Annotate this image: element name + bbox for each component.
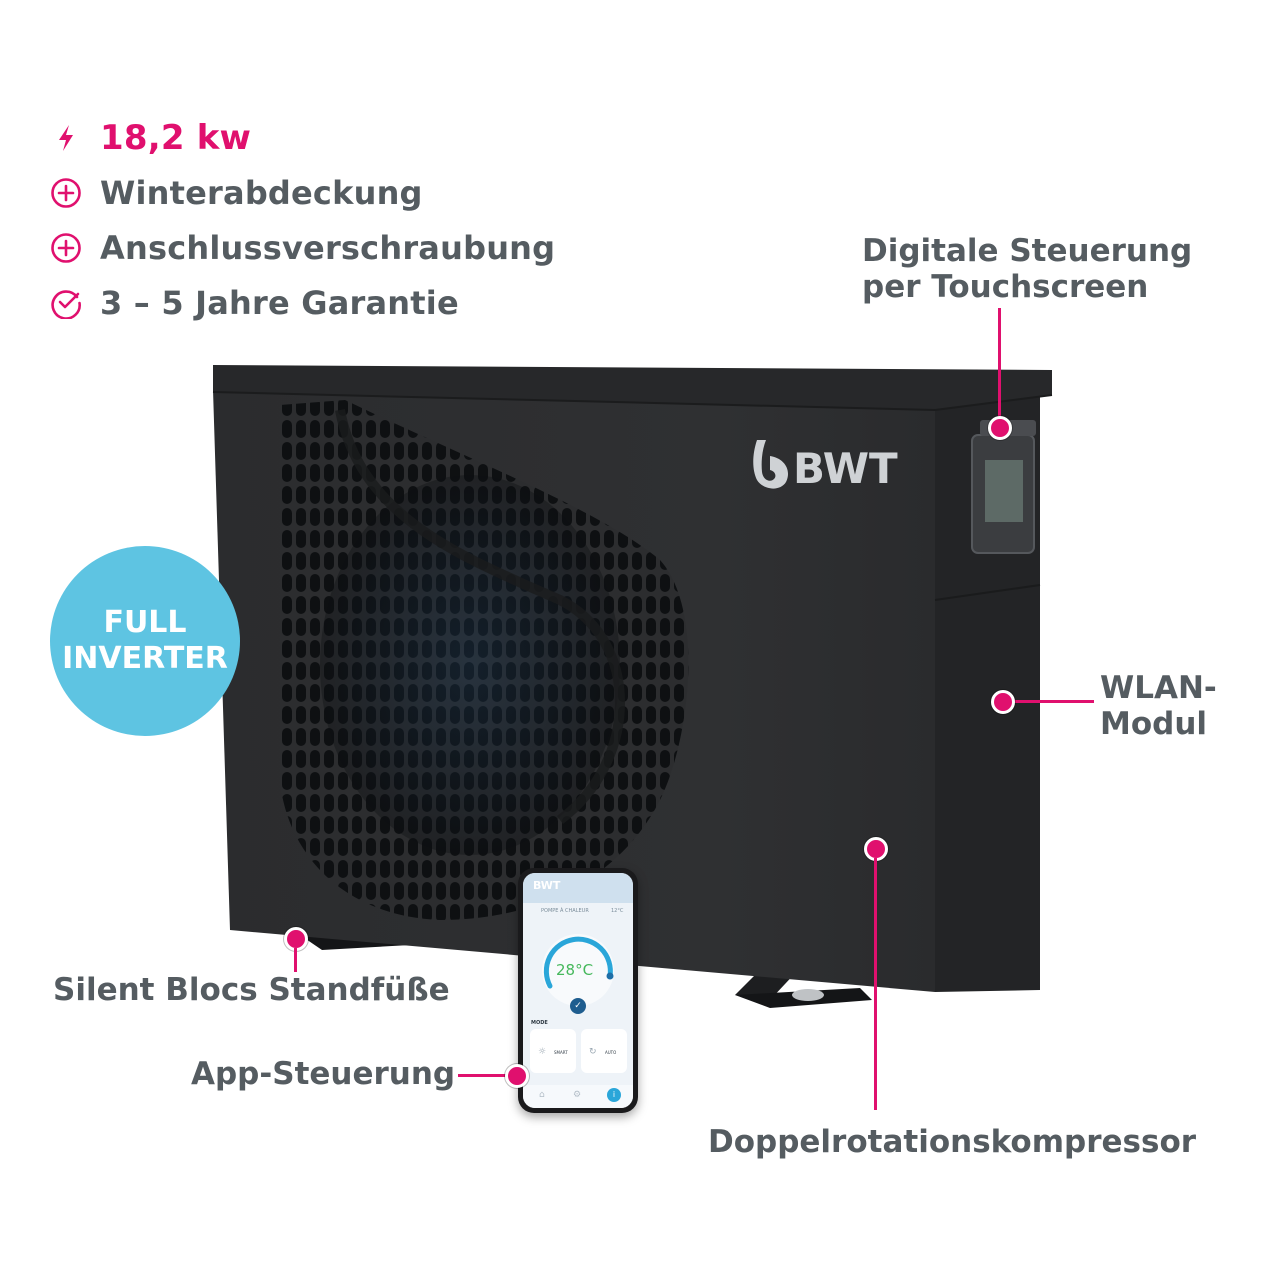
feature-winter-cover: Winterabdeckung <box>50 168 423 218</box>
full-inverter-badge: FULL INVERTER <box>50 546 240 736</box>
callout-app: App-Steuerung <box>191 1056 456 1092</box>
bulb-icon: ☼ <box>538 1047 547 1057</box>
callout-feet-line <box>294 948 297 972</box>
callout-wlan: WLAN- Modul <box>1100 670 1217 742</box>
touchscreen-panel <box>971 420 1036 554</box>
feature-power: 18,2 kw <box>50 113 251 163</box>
callout-touchscreen: Digitale Steuerung per Touchscreen <box>862 233 1192 305</box>
callout-wlan-line <box>1012 700 1094 703</box>
badge-line-2: INVERTER <box>62 641 228 676</box>
callout-compressor-dot <box>864 837 888 861</box>
phone-brand: BWT <box>533 879 561 892</box>
bwt-logo-text: BWT <box>793 444 898 493</box>
callout-touchscreen-line-2: per Touchscreen <box>862 269 1149 305</box>
lightning-icon <box>59 125 73 151</box>
callout-touchscreen-dot <box>988 416 1012 440</box>
phone-title: POMPE À CHALEUR <box>541 908 589 914</box>
callout-wlan-dot <box>991 690 1015 714</box>
feature-warranty: 3 – 5 Jahre Garantie <box>50 278 459 328</box>
callout-compressor-line <box>874 858 877 1110</box>
phone-screen: BWT POMPE À CHALEUR 12°C 28°C ✓ MODE ☼ S… <box>523 873 633 1108</box>
callout-touchscreen-line-1: Digitale Steuerung <box>862 233 1193 269</box>
plus-circle-icon <box>51 178 81 208</box>
mode-card-smart[interactable]: ☼ SMART <box>530 1029 576 1073</box>
mode-smart-label: SMART <box>554 1050 568 1055</box>
callout-compressor: Doppelrotationskompressor <box>708 1124 1197 1160</box>
badge-line-1: FULL <box>103 605 187 640</box>
feature-power-text: 18,2 kw <box>100 118 252 158</box>
home-icon[interactable]: ⌂ <box>539 1090 545 1100</box>
bwt-logo: BWT <box>753 440 898 493</box>
phone-mode-label: MODE <box>531 1020 548 1026</box>
feature-fittings-text: Anschlussverschraubung <box>100 229 556 267</box>
mode-card-auto[interactable]: ↻ AUTO <box>581 1029 627 1073</box>
mode-auto-label: AUTO <box>605 1050 617 1055</box>
phone-outside-temp: 12°C <box>611 908 624 914</box>
callout-wlan-line-2: Modul <box>1100 706 1208 742</box>
phone-temperature: 28°C <box>556 961 594 979</box>
callout-app-dot <box>505 1064 529 1088</box>
confirm-button[interactable]: ✓ <box>570 998 586 1014</box>
callout-app-line <box>458 1074 506 1077</box>
auto-icon: ↻ <box>589 1047 597 1057</box>
feature-warranty-text: 3 – 5 Jahre Garantie <box>100 284 459 322</box>
smartphone: BWT POMPE À CHALEUR 12°C 28°C ✓ MODE ☼ S… <box>518 868 638 1113</box>
callout-wlan-line-1: WLAN- <box>1100 670 1217 706</box>
callout-feet: Silent Blocs Standfüße <box>53 972 450 1008</box>
settings-icon[interactable]: ⚙ <box>573 1090 582 1100</box>
callout-touchscreen-line <box>998 308 1001 420</box>
plus-circle-icon <box>51 233 81 263</box>
temperature-dial <box>542 934 614 1006</box>
unit-top-lid <box>213 365 1052 410</box>
feature-fittings: Anschlussverschraubung <box>50 223 555 273</box>
phone-nav-bar: ⌂ ⚙ i <box>523 1085 633 1108</box>
info-icon[interactable]: i <box>607 1088 621 1102</box>
check-circle-icon <box>51 290 81 319</box>
check-icon: ✓ <box>574 1001 582 1011</box>
phone-header: BWT <box>523 873 633 903</box>
feature-winter-cover-text: Winterabdeckung <box>100 174 423 212</box>
